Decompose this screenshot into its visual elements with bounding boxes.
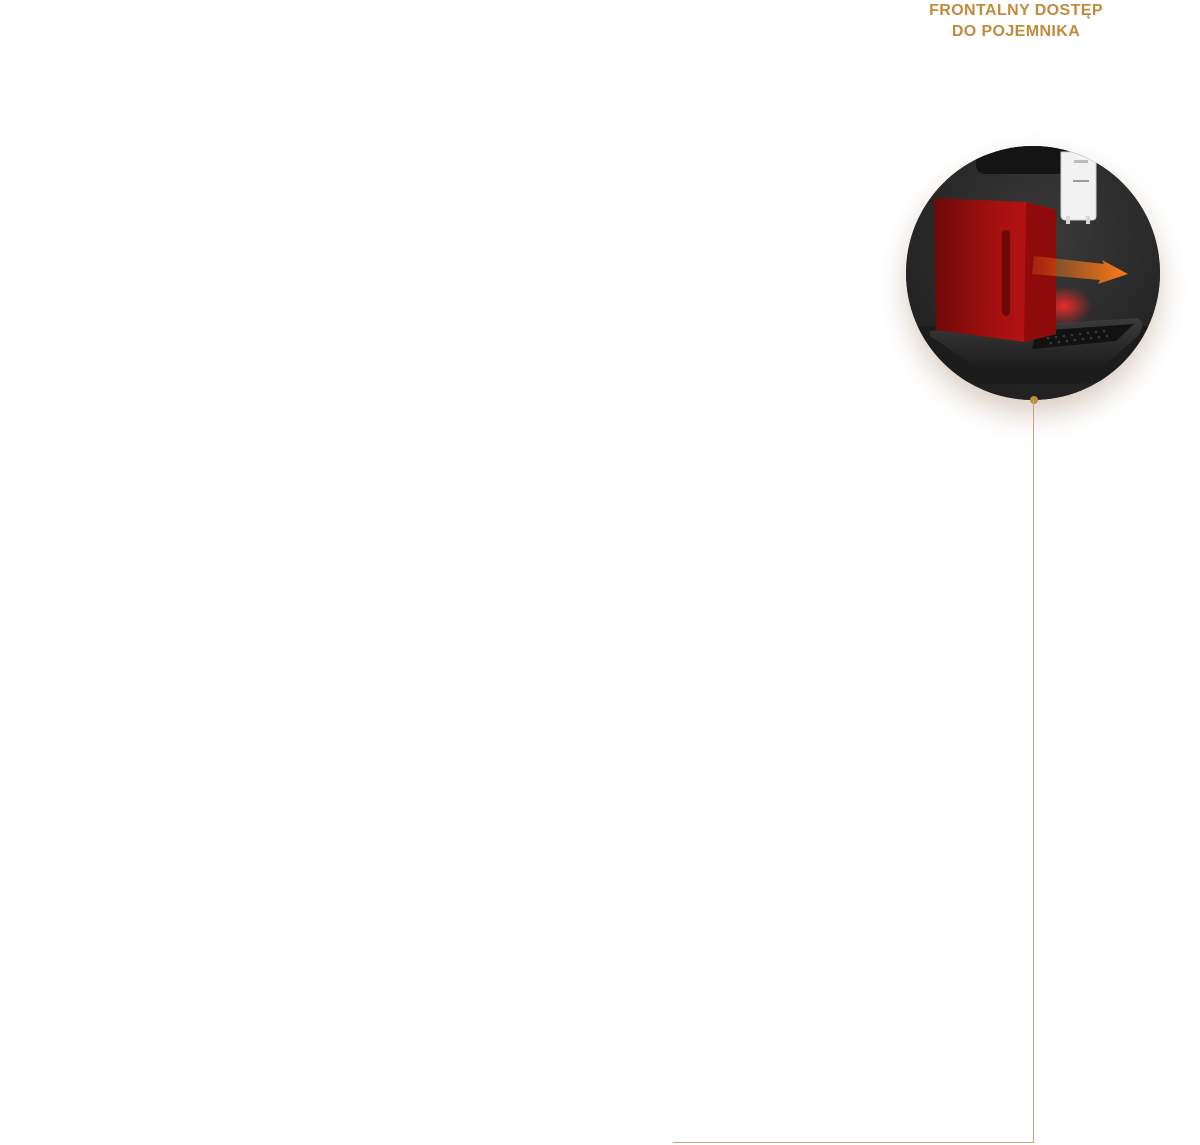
container-handle [1002, 230, 1010, 316]
leader-dot [1030, 396, 1038, 404]
spout-logo-mark [1074, 160, 1088, 163]
leader-line-horizontal [673, 1142, 1034, 1143]
machine-top-slot [976, 146, 1086, 174]
drip-tray-grid [1032, 324, 1134, 349]
spout-panel [1060, 151, 1097, 221]
spout-nozzle-left [1066, 216, 1070, 224]
feature-title: FRONTALNY DOSTĘP DO POJEMNIKA [896, 0, 1136, 42]
spout-text-mark [1073, 180, 1089, 182]
pull-out-arrow-icon [1032, 256, 1128, 284]
machine-front-container-icon [906, 146, 1160, 400]
leader-line-vertical [1033, 400, 1034, 1143]
feature-illustration [906, 146, 1160, 400]
feature-title-line-2: DO POJEMNIKA [951, 23, 1081, 40]
spout-nozzle-right [1086, 216, 1090, 224]
drip-grid-dots [1046, 329, 1109, 345]
feature-title-line-1: FRONTALNY DOSTĘP [929, 2, 1103, 19]
